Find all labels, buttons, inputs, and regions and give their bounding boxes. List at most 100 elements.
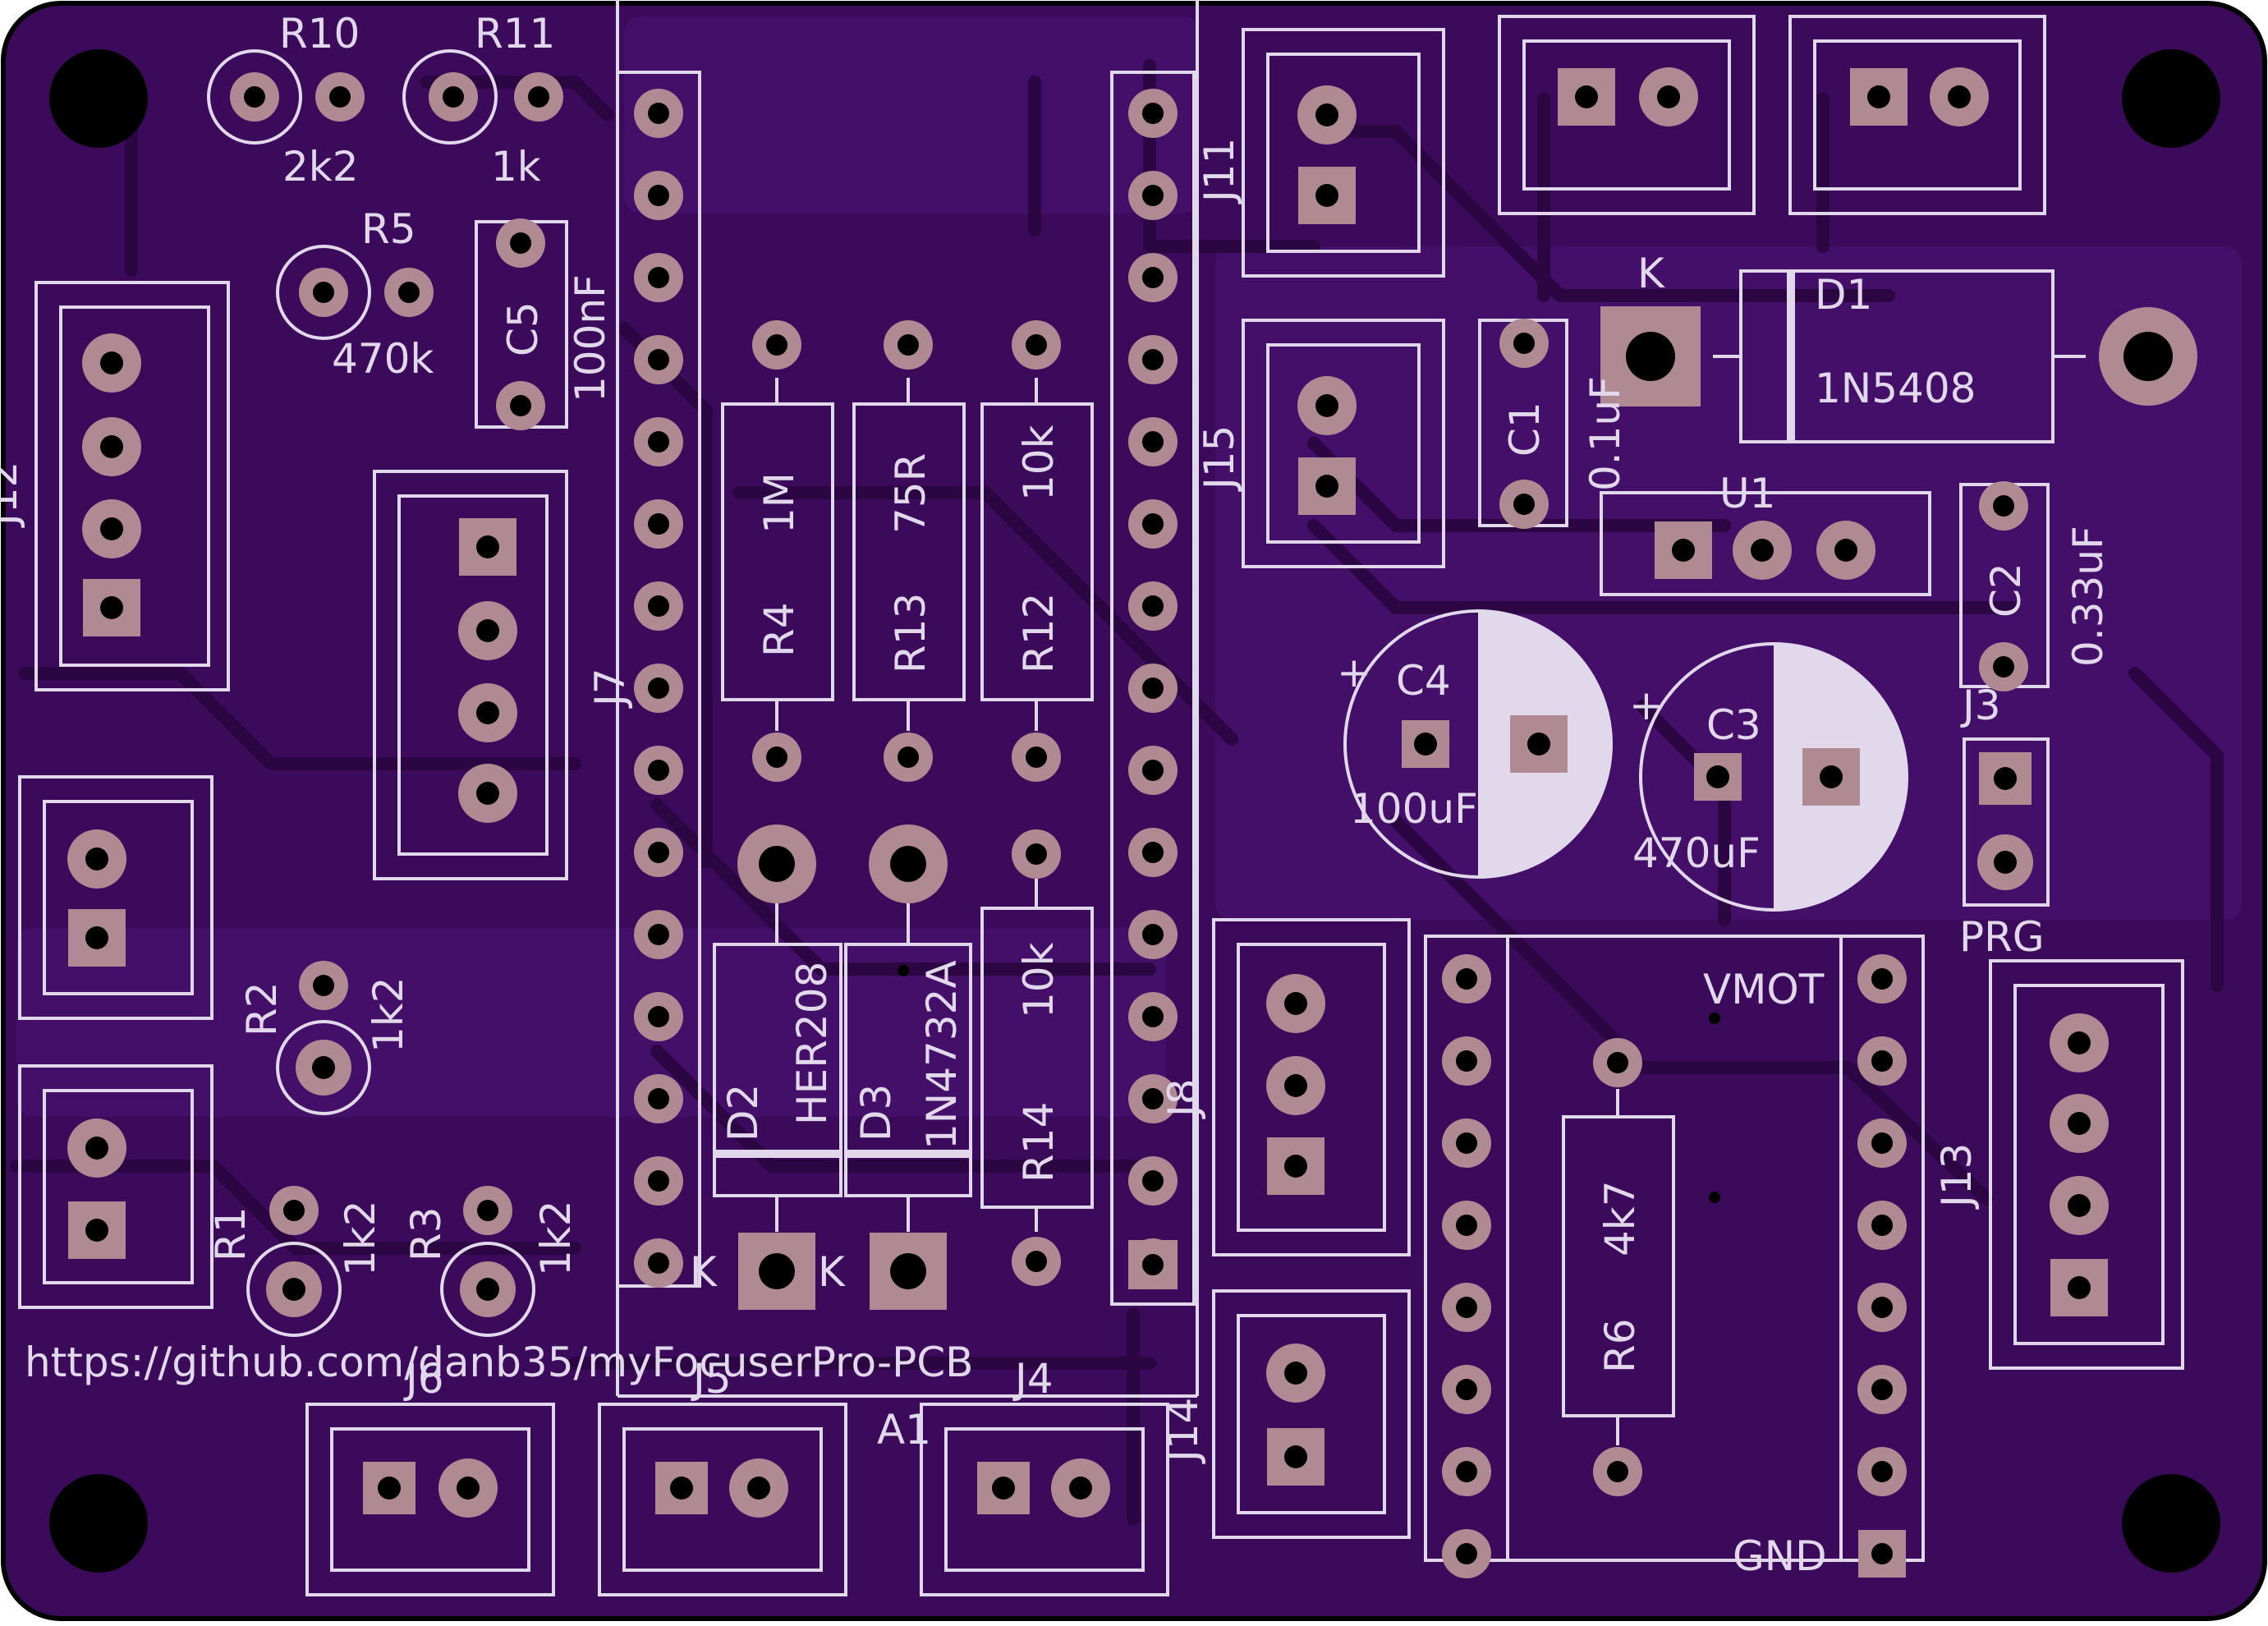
drill-hole [443,86,464,108]
j11-outline [1242,28,1445,278]
drill-hole [1315,103,1338,126]
drill-hole [898,334,919,356]
j4-label: J4 [1012,1355,1054,1403]
d1-cathode-label: K [1637,250,1665,297]
r14-label: R14 [1015,1102,1063,1183]
gnd-label: GND [1733,1532,1827,1580]
drill-hole [1142,267,1164,288]
drill-hole [1456,1297,1477,1318]
drill-hole [85,926,108,949]
j5-outline [598,1403,847,1596]
drill-hole [282,1278,305,1301]
drill-hole [1026,1251,1047,1272]
c4-value: 100uF [1350,785,1478,833]
drill-hole [283,1200,305,1221]
drill-hole [1657,85,1680,108]
drill-hole [100,435,123,458]
r4-value: 1M [755,472,803,534]
drill-hole [477,1200,498,1221]
drill-hole [1142,678,1164,699]
drill-hole [648,924,669,945]
j12-outline [34,281,230,691]
drill-hole [1456,1379,1477,1400]
j8-outline [1110,71,1196,1306]
drill-hole [648,1252,669,1274]
drill-hole [1948,85,1971,108]
j13-outline [1989,959,2184,1370]
drill-hole [648,431,669,452]
j3-outline [1963,737,2050,907]
drill-hole [1527,733,1550,756]
drill-hole [648,595,669,617]
drill-hole [510,232,531,254]
drill-hole [1142,349,1164,370]
drill-hole [1026,746,1047,768]
drill-hole [1871,1543,1893,1564]
drill-hole [648,842,669,863]
r12-value: 10k [1015,425,1063,501]
drill-hole [510,395,531,416]
drill-hole [1607,1052,1628,1073]
drill-hole [476,701,499,724]
j3-label: J3 [1960,682,2001,729]
drill-hole [2068,1031,2091,1054]
silk-text: https://github.com/danb35/myFocuserPro-P… [0,10,2112,1580]
d3-label: D3 [852,1084,900,1141]
r10-value: 2k2 [282,143,359,191]
r11-label: R11 [475,10,555,57]
c3-label: C3 [1706,701,1761,749]
j7-label: J7 [586,668,634,709]
drill-hole [378,1477,401,1500]
drill-hole [476,782,499,805]
drill-hole [476,535,499,558]
drill-hole [457,1477,480,1500]
r13-label: R13 [887,593,934,673]
drill-hole [1284,1074,1307,1097]
c3-plus: + [1629,682,1664,729]
drill-hole [1834,539,1857,562]
r10-label: R10 [279,10,360,57]
drill-hole [898,746,919,768]
mounting-hole [49,49,148,148]
drill-hole [648,760,669,781]
drill-hole [1284,992,1307,1015]
drill-hole [1315,475,1338,498]
c1-value: 0.1uF [1582,376,1629,491]
drill-hole [1871,1379,1893,1400]
drill-hole [1026,843,1047,865]
drill-hole [648,513,669,535]
drill-hole [1315,394,1338,417]
j15-outline [1242,319,1445,568]
drill-hole [1706,765,1729,788]
d3-cathode-label: K [818,1248,846,1296]
drill-hole [1871,1297,1893,1318]
r2-value: 1k2 [365,976,412,1053]
drill-hole [992,1477,1015,1500]
drill-hole [1142,1254,1164,1275]
drill-hole [1751,539,1774,562]
j8-label: J8 [1159,1078,1207,1119]
drill-hole [1142,431,1164,452]
d2-label: D2 [719,1084,767,1141]
j5-label: J5 [691,1355,732,1403]
mounting-hole [49,1474,148,1573]
drill-hole [766,746,787,768]
drill-hole [1994,851,2017,874]
c5-label: C5 [499,301,547,356]
copper-pour [16,16,2242,1117]
drill-hole [1456,1215,1477,1236]
r6-label: R6 [1596,1318,1644,1373]
u1-label: U1 [1719,470,1775,517]
pads-group [67,67,2197,1578]
j6-outline [305,1403,555,1596]
drill-hole [1994,767,2017,790]
drill-hole [1626,332,1675,381]
r5-value: 470k [332,335,434,383]
drill-hole [1142,842,1164,863]
drill-hole [100,517,123,540]
drill-hole [1142,103,1164,124]
drill-hole [1284,1155,1307,1178]
c3-value: 470uF [1632,829,1761,877]
c4-label: C4 [1396,657,1451,705]
